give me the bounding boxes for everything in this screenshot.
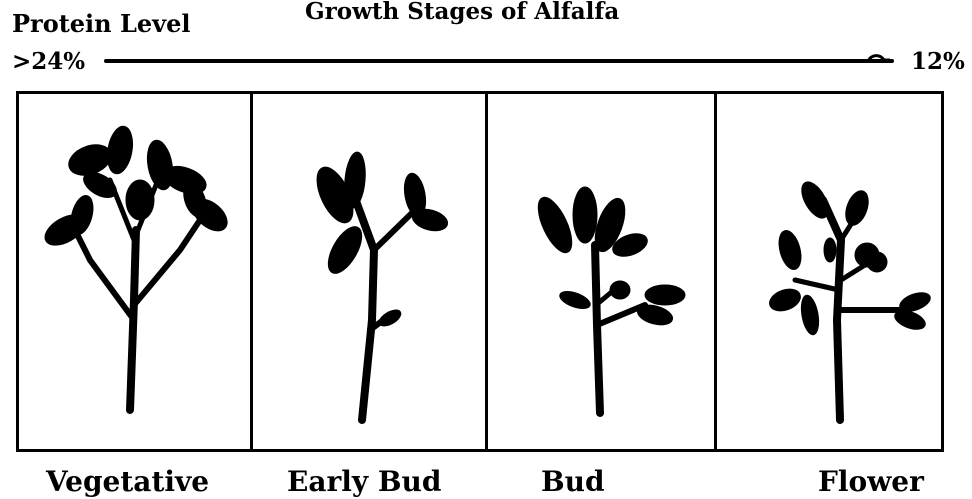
protein-level-label: Protein Level — [12, 12, 190, 36]
stage-label-early-bud: Early Bud — [287, 468, 442, 496]
bud-alfalfa-plant-icon — [525, 185, 695, 425]
stage-label-vegetative: Vegetative — [46, 468, 209, 496]
vegetative-alfalfa-plant-icon — [30, 120, 240, 420]
panel-divider — [250, 91, 253, 452]
diagram-title: Growth Stages of Alfalfa — [305, 0, 619, 23]
protein-low-value: 12% — [911, 50, 965, 73]
stage-label-bud: Bud — [541, 468, 605, 496]
panel-divider — [714, 91, 717, 452]
protein-high-value: >24% — [12, 50, 85, 73]
scale-arrow-icon — [866, 53, 892, 67]
early-bud-alfalfa-plant-icon — [290, 150, 460, 430]
protein-scale-bar — [104, 59, 894, 63]
flowering-alfalfa-plant-icon — [765, 180, 940, 425]
panel-divider — [485, 91, 488, 452]
stage-label-flower: Flower — [818, 468, 924, 496]
